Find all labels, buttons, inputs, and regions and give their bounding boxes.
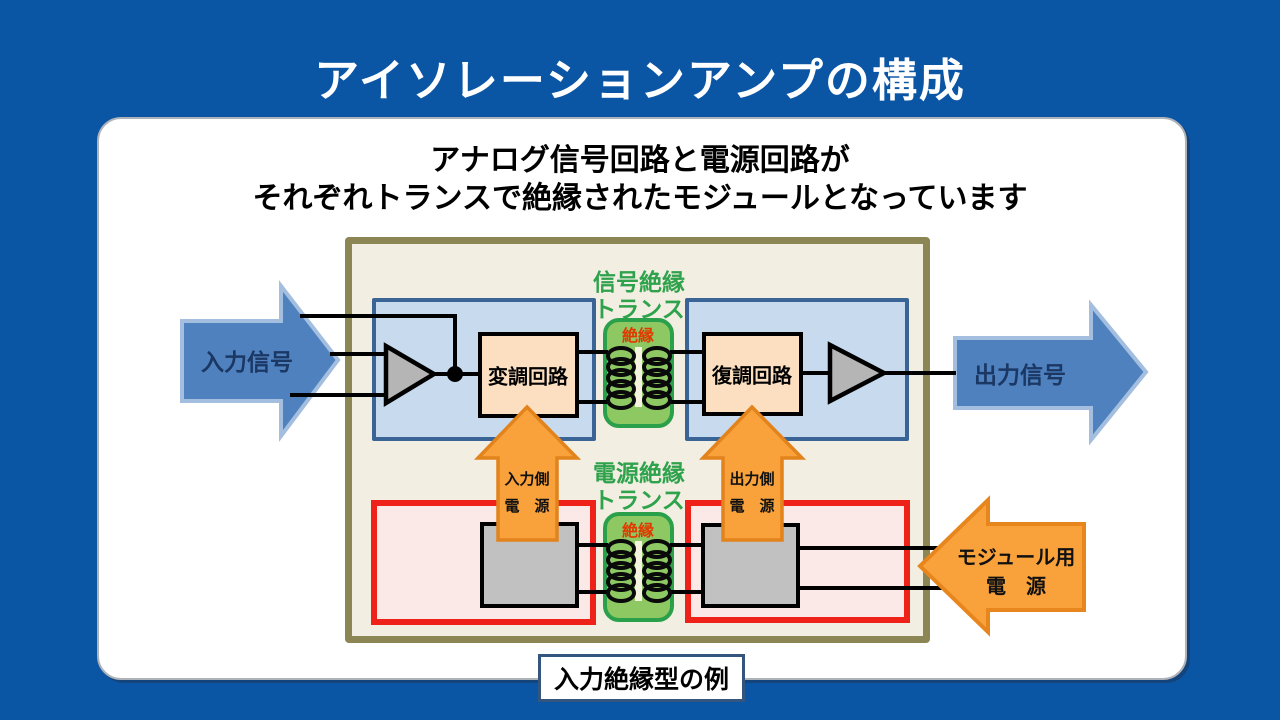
output-power-up-arrow-shape (698, 404, 807, 542)
signal-isolation-label: 絶縁 (621, 326, 655, 345)
output-signal-arrow-shape (953, 299, 1149, 446)
caption-text: 入力絶縁型の例 (553, 665, 729, 694)
power-transformer-label: 電源絶縁 トランス (593, 461, 685, 514)
caption-box: 入力絶縁型の例 (538, 654, 745, 702)
module-power-arrow-shape (917, 495, 1086, 637)
output-amplifier-triangle (827, 341, 889, 405)
signal-transformer-core (635, 347, 642, 407)
power-wires (578, 543, 945, 594)
power-isolation-label: 絶縁 (621, 521, 655, 540)
slide-subtitle: アナログ信号回路と電源回路が それぞれトランスで絶縁されたモジュールとなっていま… (97, 142, 1183, 218)
output-power-arrow-label: 出力側 電 源 (729, 470, 775, 515)
output-signal-label: 出力信号 (974, 363, 1066, 389)
module-power-arrow-label: モジュール用 電 源 (956, 545, 1076, 598)
subtitle-line-1: アナログ信号回路と電源回路が (430, 143, 850, 178)
signal-transformer-label: 信号絶縁 トランス (593, 270, 685, 323)
power-transformer-core (635, 541, 642, 601)
signal-transformer-coils (606, 346, 672, 410)
input-power-arrow-label: 入力側 電 源 (504, 470, 550, 515)
input-wire-top (300, 314, 457, 374)
slide-title: アイソレーションアンプの構成 (314, 54, 966, 107)
modulator-label: 変調回路 (488, 364, 568, 389)
subtitle-line-2: それぞれトランスで絶縁されたモジュールとなっています (252, 181, 1028, 216)
demodulator-label: 復調回路 (712, 363, 792, 388)
input-amplifier-triangle (383, 342, 439, 407)
input-signal-label: 入力信号 (201, 350, 293, 376)
input-power-up-arrow-shape (473, 404, 582, 542)
power-transformer-coils (606, 539, 672, 603)
input-signal-arrow-shape (180, 280, 341, 442)
junction-dot (447, 366, 463, 382)
signal-wires (290, 314, 956, 404)
